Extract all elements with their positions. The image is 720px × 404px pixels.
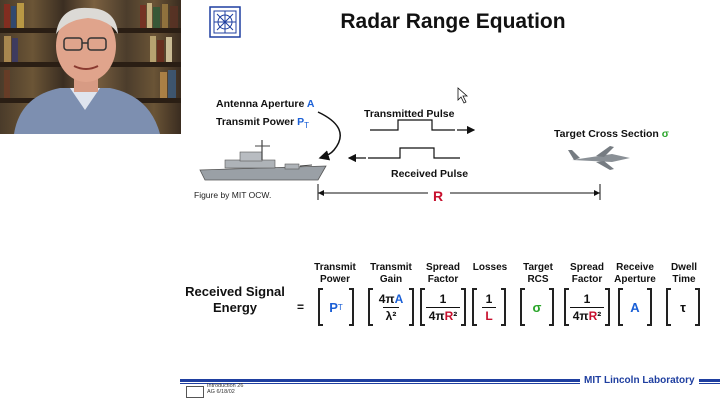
range-label: R [433, 188, 444, 204]
term-receive-aperture: A [618, 288, 652, 326]
footer-logo-icon [186, 386, 204, 398]
header-dwell-time: Dwell Time [670, 262, 698, 285]
header-receive-aperture: Receive Aperture [614, 262, 656, 285]
footer-org: MIT Lincoln Laboratory [580, 375, 699, 386]
target-cross-section-label: Target Cross Section σ [554, 128, 669, 140]
ship-icon [199, 140, 327, 181]
mouse-cursor-icon [457, 87, 469, 104]
received-pulse-label: Received Pulse [391, 168, 469, 180]
presenter-webcam [0, 0, 181, 134]
term-target-rcs: σ [520, 288, 554, 326]
received-pulse-waveform [368, 147, 460, 159]
transmit-power-label: Transmit Power PT [216, 116, 310, 131]
received-signal-energy-label: Received Signal Energy [185, 284, 285, 315]
antenna-aperture-label: Antenna Aperture A [216, 98, 315, 110]
slide-title: Radar Range Equation [340, 10, 566, 33]
equals-sign: = [297, 300, 305, 314]
header-target-rcs: Target RCS [523, 262, 553, 285]
mit-ll-logo-icon [209, 6, 241, 38]
footer-rule [180, 379, 720, 382]
footer-note: Introduction 26 AG 6/18/02 [207, 383, 244, 395]
header-transmit-gain: Transmit Gain [370, 262, 412, 285]
header-transmit-power: Transmit Power [314, 262, 356, 285]
header-losses: Losses [472, 262, 508, 273]
transmit-arrow [317, 111, 341, 161]
header-spread-factor-1: Spread Factor [426, 262, 460, 285]
transmitted-pulse-waveform [370, 119, 455, 131]
header-spread-factor-2: Spread Factor [570, 262, 604, 285]
term-dwell-time: τ [666, 288, 700, 326]
aircraft-icon [568, 146, 630, 170]
transmitted-pulse-label: Transmitted Pulse [364, 108, 455, 120]
figure-credit: Figure by MIT OCW. [194, 190, 272, 200]
presenter-figure [4, 3, 178, 134]
footer-rule-thin [180, 383, 720, 384]
